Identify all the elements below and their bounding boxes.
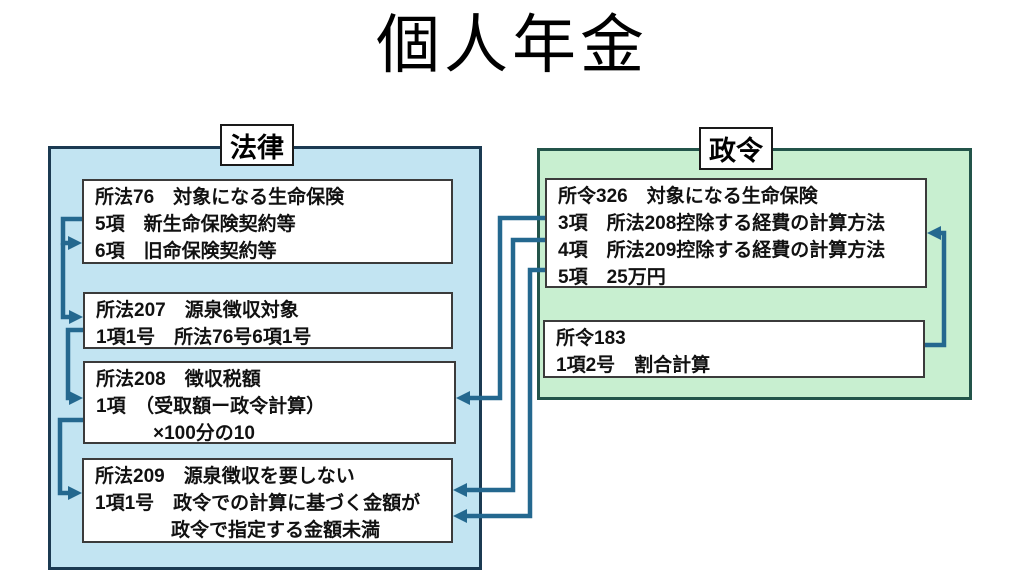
law-box-shoho209-line: 所法209 源泉徴収を要しない (95, 466, 355, 487)
law-box-shoho76-line: 6項 旧命保険契約等 (95, 241, 277, 262)
law-box-shoho209: 所法209 源泉徴収を要しない 1項1号 政令での計算に基づく金額が 政令で指定… (82, 458, 453, 543)
law-box-shoho76-line: 5項 新生命保険契約等 (95, 214, 296, 235)
law-box-shoho209-line: 1項1号 政令での計算に基づく金額が (95, 493, 421, 514)
ordinance-box-shorei326: 所令326 対象になる生命保険 3項 所法208控除する経費の計算方法 4項 所… (545, 178, 927, 288)
law-box-shoho76: 所法76 対象になる生命保険 5項 新生命保険契約等 6項 旧命保険契約等 (82, 179, 453, 264)
law-box-shoho208: 所法208 徴収税額 1項 （受取額ー政令計算） ×100分の10 (83, 361, 456, 444)
law-box-shoho208-line: ×100分の10 (96, 423, 255, 444)
ordinance-box-shorei183-line: 1項2号 割合計算 (556, 355, 711, 376)
law-box-shoho208-line: 所法208 徴収税額 (96, 369, 261, 390)
ordinance-box-shorei326-line: 3項 所法208控除する経費の計算方法 (558, 213, 886, 234)
law-box-shoho207: 所法207 源泉徴収対象 1項1号 所法76号6項1号 (83, 292, 453, 349)
law-box-shoho208-line: 1項 （受取額ー政令計算） (96, 396, 326, 417)
ordinance-panel-label: 政令 (699, 127, 773, 170)
ordinance-box-shorei326-line: 4項 所法209控除する経費の計算方法 (558, 240, 886, 261)
ordinance-box-shorei183-line: 所令183 (556, 328, 626, 349)
law-box-shoho76-line: 所法76 対象になる生命保険 (95, 187, 345, 208)
ordinance-box-shorei326-line: 5項 25万円 (558, 267, 666, 288)
law-box-shoho209-line: 政令で指定する金額未満 (95, 520, 381, 541)
law-box-shoho207-line: 所法207 源泉徴収対象 (96, 300, 299, 321)
ordinance-box-shorei183: 所令183 1項2号 割合計算 (543, 320, 925, 378)
law-panel-label: 法律 (220, 124, 294, 166)
ordinance-box-shorei326-line: 所令326 対象になる生命保険 (558, 186, 818, 207)
law-box-shoho207-line: 1項1号 所法76号6項1号 (96, 327, 312, 348)
diagram-title: 個人年金 (376, 9, 648, 81)
